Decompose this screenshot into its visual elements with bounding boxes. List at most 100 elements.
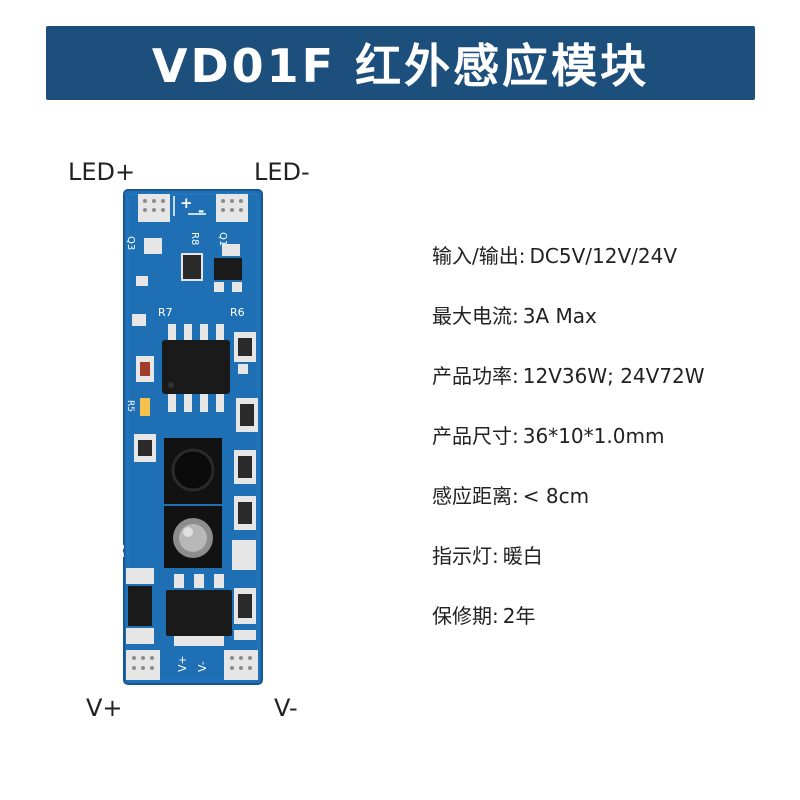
pcb-component	[216, 324, 224, 340]
pcb-component	[238, 338, 252, 356]
pcb-component	[214, 574, 224, 588]
pcb-component	[171, 448, 215, 492]
pcb-component	[239, 199, 243, 203]
pcb-component	[184, 394, 192, 412]
spec-row-max-current: 最大电流:3A Max	[432, 304, 597, 328]
pcb-component	[150, 656, 154, 660]
pcb-component	[138, 440, 152, 456]
spec-value: 12V36W; 24V72W	[522, 364, 705, 388]
pcb-component	[214, 258, 242, 280]
pcb-component	[230, 656, 252, 670]
spec-value: 2年	[502, 604, 536, 628]
pcb-component	[221, 199, 225, 203]
pcb-component	[248, 656, 252, 660]
pin-label-v-minus: V-	[274, 694, 298, 722]
pcb-component	[179, 524, 207, 552]
pcb-component	[234, 630, 256, 640]
pcb-component	[126, 568, 154, 584]
pcb-component	[214, 282, 224, 292]
pad-v-minus	[224, 650, 258, 680]
pcb-component	[239, 656, 243, 660]
pcb-component	[143, 208, 147, 212]
pcb-component	[168, 324, 176, 340]
pcb-component	[150, 666, 154, 670]
pcb-component	[141, 666, 145, 670]
pcb-component	[194, 574, 204, 588]
pcb-component	[238, 502, 252, 524]
pcb-component	[174, 636, 224, 646]
pcb-component	[174, 574, 224, 588]
pin-label-v-plus: V+	[86, 694, 123, 722]
pcb-component	[132, 656, 136, 660]
pcb-component	[132, 314, 146, 326]
regulator-chip	[166, 590, 232, 636]
silk-minus: -	[198, 202, 204, 220]
pcb-component	[152, 199, 156, 203]
pcb-component	[144, 238, 162, 254]
pcb-component	[168, 394, 176, 412]
pcb-component	[168, 324, 224, 412]
led-indicator	[140, 398, 150, 416]
pcb-component	[221, 199, 243, 212]
silk-q3: Q3	[125, 236, 136, 250]
spec-row-warranty: 保修期:2年	[432, 604, 536, 628]
pcb-component	[152, 208, 156, 212]
pad-led-minus	[216, 194, 248, 222]
diode-d1	[128, 586, 152, 626]
silk-q1: Q1	[217, 232, 228, 246]
spec-value: DC5V/12V/24V	[529, 244, 678, 268]
pcb-board-image: + - Q3 R8 Q1 R7 R6 R5	[116, 188, 268, 688]
silk-r7: R7	[158, 306, 173, 319]
pcb-component	[132, 666, 136, 670]
pcb-component	[200, 324, 208, 340]
pin-label-led-minus: LED-	[254, 158, 310, 186]
silk-r8: R8	[189, 232, 200, 245]
pcb-component	[136, 276, 148, 286]
pcb-component	[230, 199, 234, 203]
silk-r5: R5	[125, 400, 135, 412]
silk-d1: D1	[118, 544, 127, 558]
pcb-component	[216, 394, 224, 412]
pcb-component	[181, 253, 203, 281]
pcb-component	[230, 656, 234, 660]
spec-value: 暖白	[502, 544, 543, 568]
pcb-component	[232, 282, 242, 292]
pcb-component	[238, 456, 252, 478]
spec-label: 产品尺寸	[432, 424, 512, 448]
pcb-component	[141, 656, 145, 660]
pcb-component	[200, 394, 208, 412]
spec-label: 指示灯	[432, 544, 492, 568]
pcb-component	[126, 628, 154, 644]
spec-label: 感应距离	[432, 484, 512, 508]
pcb-component	[173, 196, 206, 216]
pcb-component	[248, 666, 252, 670]
silk-r6: R6	[230, 306, 245, 319]
spec-label: 保修期	[432, 604, 492, 628]
banner-title: VD01F 红外感应模块	[151, 39, 650, 93]
spec-row-sensing-distance: 感应距离:< 8cm	[432, 484, 590, 508]
spec-label: 最大电流	[432, 304, 512, 328]
pcb-component	[140, 362, 150, 376]
pcb-component	[230, 208, 234, 212]
pcb-component	[168, 382, 174, 388]
spec-value: 3A Max	[522, 304, 597, 328]
spec-row-input-output: 输入/输出:DC5V/12V/24V	[432, 244, 678, 268]
pad-led-plus	[138, 194, 170, 222]
pcb-component	[239, 666, 243, 670]
title-banner: VD01F 红外感应模块	[46, 26, 755, 100]
silk-v-plus: V+	[176, 655, 189, 672]
spec-row-indicator: 指示灯:暖白	[432, 544, 543, 568]
spec-value: < 8cm	[522, 484, 590, 508]
spec-row-power: 产品功率:12V36W; 24V72W	[432, 364, 705, 388]
spec-row-size: 产品尺寸:36*10*1.0mm	[432, 424, 665, 448]
pcb-component	[230, 666, 234, 670]
pcb-component	[239, 208, 243, 212]
pcb-component	[238, 364, 248, 374]
pad-v-plus	[126, 650, 160, 680]
pcb-component	[143, 199, 165, 212]
pin-label-led-plus: LED+	[68, 158, 136, 186]
pcb-substrate	[123, 189, 263, 685]
spec-label: 产品功率	[432, 364, 512, 388]
silk-v-minus: V-	[196, 661, 209, 672]
pcb-component	[224, 650, 258, 680]
